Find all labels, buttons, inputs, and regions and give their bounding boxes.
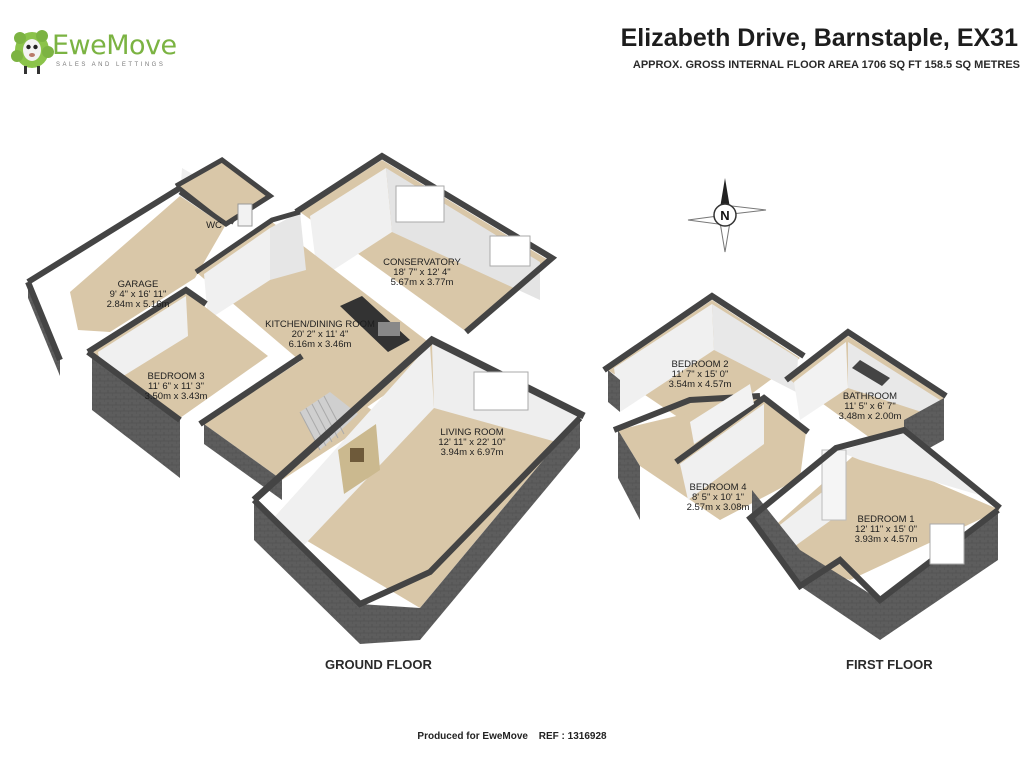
room-imperial: 8' 5" x 10' 1"	[691, 492, 745, 503]
room-metric: 3.54m x 4.57m	[668, 379, 732, 390]
room-label-wc: WC	[206, 221, 222, 231]
room-label-bedroom-1: BEDROOM 1 12' 11" x 15' 0" 3.93m x 4.57m	[855, 515, 918, 545]
brand-name: EweMove	[52, 30, 177, 61]
room-imperial: 12' 11" x 15' 0"	[855, 524, 917, 535]
kitchen-dining-room	[194, 209, 444, 412]
room-name: LIVING ROOM	[440, 427, 504, 438]
room-name: BEDROOM 2	[671, 359, 729, 370]
room-label-garage: GARAGE 9' 4" x 16' 11" 2.84m x 5.16m	[107, 280, 170, 310]
living-room	[251, 335, 586, 644]
room-name: BEDROOM 3	[147, 371, 205, 382]
conservatory-room	[294, 152, 558, 335]
bedroom-2-room	[602, 292, 806, 432]
bedroom-4-room	[612, 384, 810, 520]
room-name: GARAGE	[117, 279, 159, 290]
bedroom-3-room	[86, 286, 268, 478]
room-metric: 3.48m x 2.00m	[838, 411, 902, 422]
room-label-bedroom-3: BEDROOM 3 11' 6" x 11' 3" 3.50m x 3.43m	[145, 372, 208, 402]
room-metric: 3.93m x 4.57m	[854, 534, 918, 545]
sheep-icon	[11, 30, 54, 74]
room-metric: 2.57m x 3.08m	[686, 502, 750, 513]
room-label-bedroom-4: BEDROOM 4 8' 5" x 10' 1" 2.57m x 3.08m	[687, 483, 750, 513]
produced-for-text: Produced for EweMove	[417, 731, 528, 742]
room-metric: 3.50m x 3.43m	[144, 391, 208, 402]
bedroom-1-room	[746, 426, 1002, 640]
north-compass-icon: N	[687, 178, 767, 253]
room-metric: 2.84m x 5.16m	[106, 299, 170, 310]
room-imperial: 11' 7" x 15' 0"	[671, 369, 729, 380]
room-name: BATHROOM	[842, 391, 898, 402]
first-floor-plan	[602, 292, 1002, 640]
page-title: Elizabeth Drive, Barnstaple, EX31	[620, 24, 1018, 52]
brand-tagline: SALES AND LETTINGS	[56, 62, 166, 68]
room-imperial: 20' 2" x 11' 4"	[291, 329, 349, 340]
compass-label: N	[720, 208, 729, 223]
ground-floor-plan	[25, 152, 586, 644]
room-metric: 5.67m x 3.77m	[390, 277, 454, 288]
bathroom-room	[784, 328, 948, 462]
room-imperial: 11' 5" x 6' 7"	[844, 401, 896, 412]
room-label-conservatory: CONSERVATORY 18' 7" x 12' 4" 5.67m x 3.7…	[383, 258, 461, 288]
room-imperial: 9' 4" x 16' 11"	[109, 289, 167, 300]
room-imperial: 11' 6" x 11' 3"	[148, 381, 204, 392]
room-label-living-room: LIVING ROOM 12' 11" x 22' 10" 3.94m x 6.…	[438, 428, 505, 458]
room-name: BEDROOM 1	[857, 514, 915, 525]
floor-area-subtitle: APPROX. GROSS INTERNAL FLOOR AREA 1706 S…	[632, 59, 1020, 71]
room-name: KITCHEN/DINING ROOM	[265, 319, 375, 330]
footer: Produced for EweMove REF : 1316928	[0, 731, 1024, 742]
room-metric: 6.16m x 3.46m	[288, 339, 352, 350]
ewemove-sheep-logo	[11, 30, 54, 74]
room-imperial: 18' 7" x 12' 4"	[393, 267, 451, 278]
hall-stairs	[198, 353, 380, 500]
wc-room	[174, 157, 275, 228]
room-name: CONSERVATORY	[383, 257, 461, 268]
room-imperial: 12' 11" x 22' 10"	[438, 437, 506, 448]
room-label-bathroom: BATHROOM 11' 5" x 6' 7" 3.48m x 2.00m	[839, 392, 902, 422]
room-label-bedroom-2: BEDROOM 2 11' 7" x 15' 0" 3.54m x 4.57m	[669, 360, 732, 390]
reference-number: REF : 1316928	[538, 731, 607, 742]
room-name: BEDROOM 4	[689, 482, 747, 493]
room-label-kitchen-dining: KITCHEN/DINING ROOM 20' 2" x 11' 4" 6.16…	[265, 320, 375, 350]
ground-floor-label: GROUND FLOOR	[325, 657, 432, 672]
room-name: WC	[206, 220, 222, 231]
room-metric: 3.94m x 6.97m	[440, 447, 504, 458]
first-floor-label: FIRST FLOOR	[846, 657, 933, 672]
